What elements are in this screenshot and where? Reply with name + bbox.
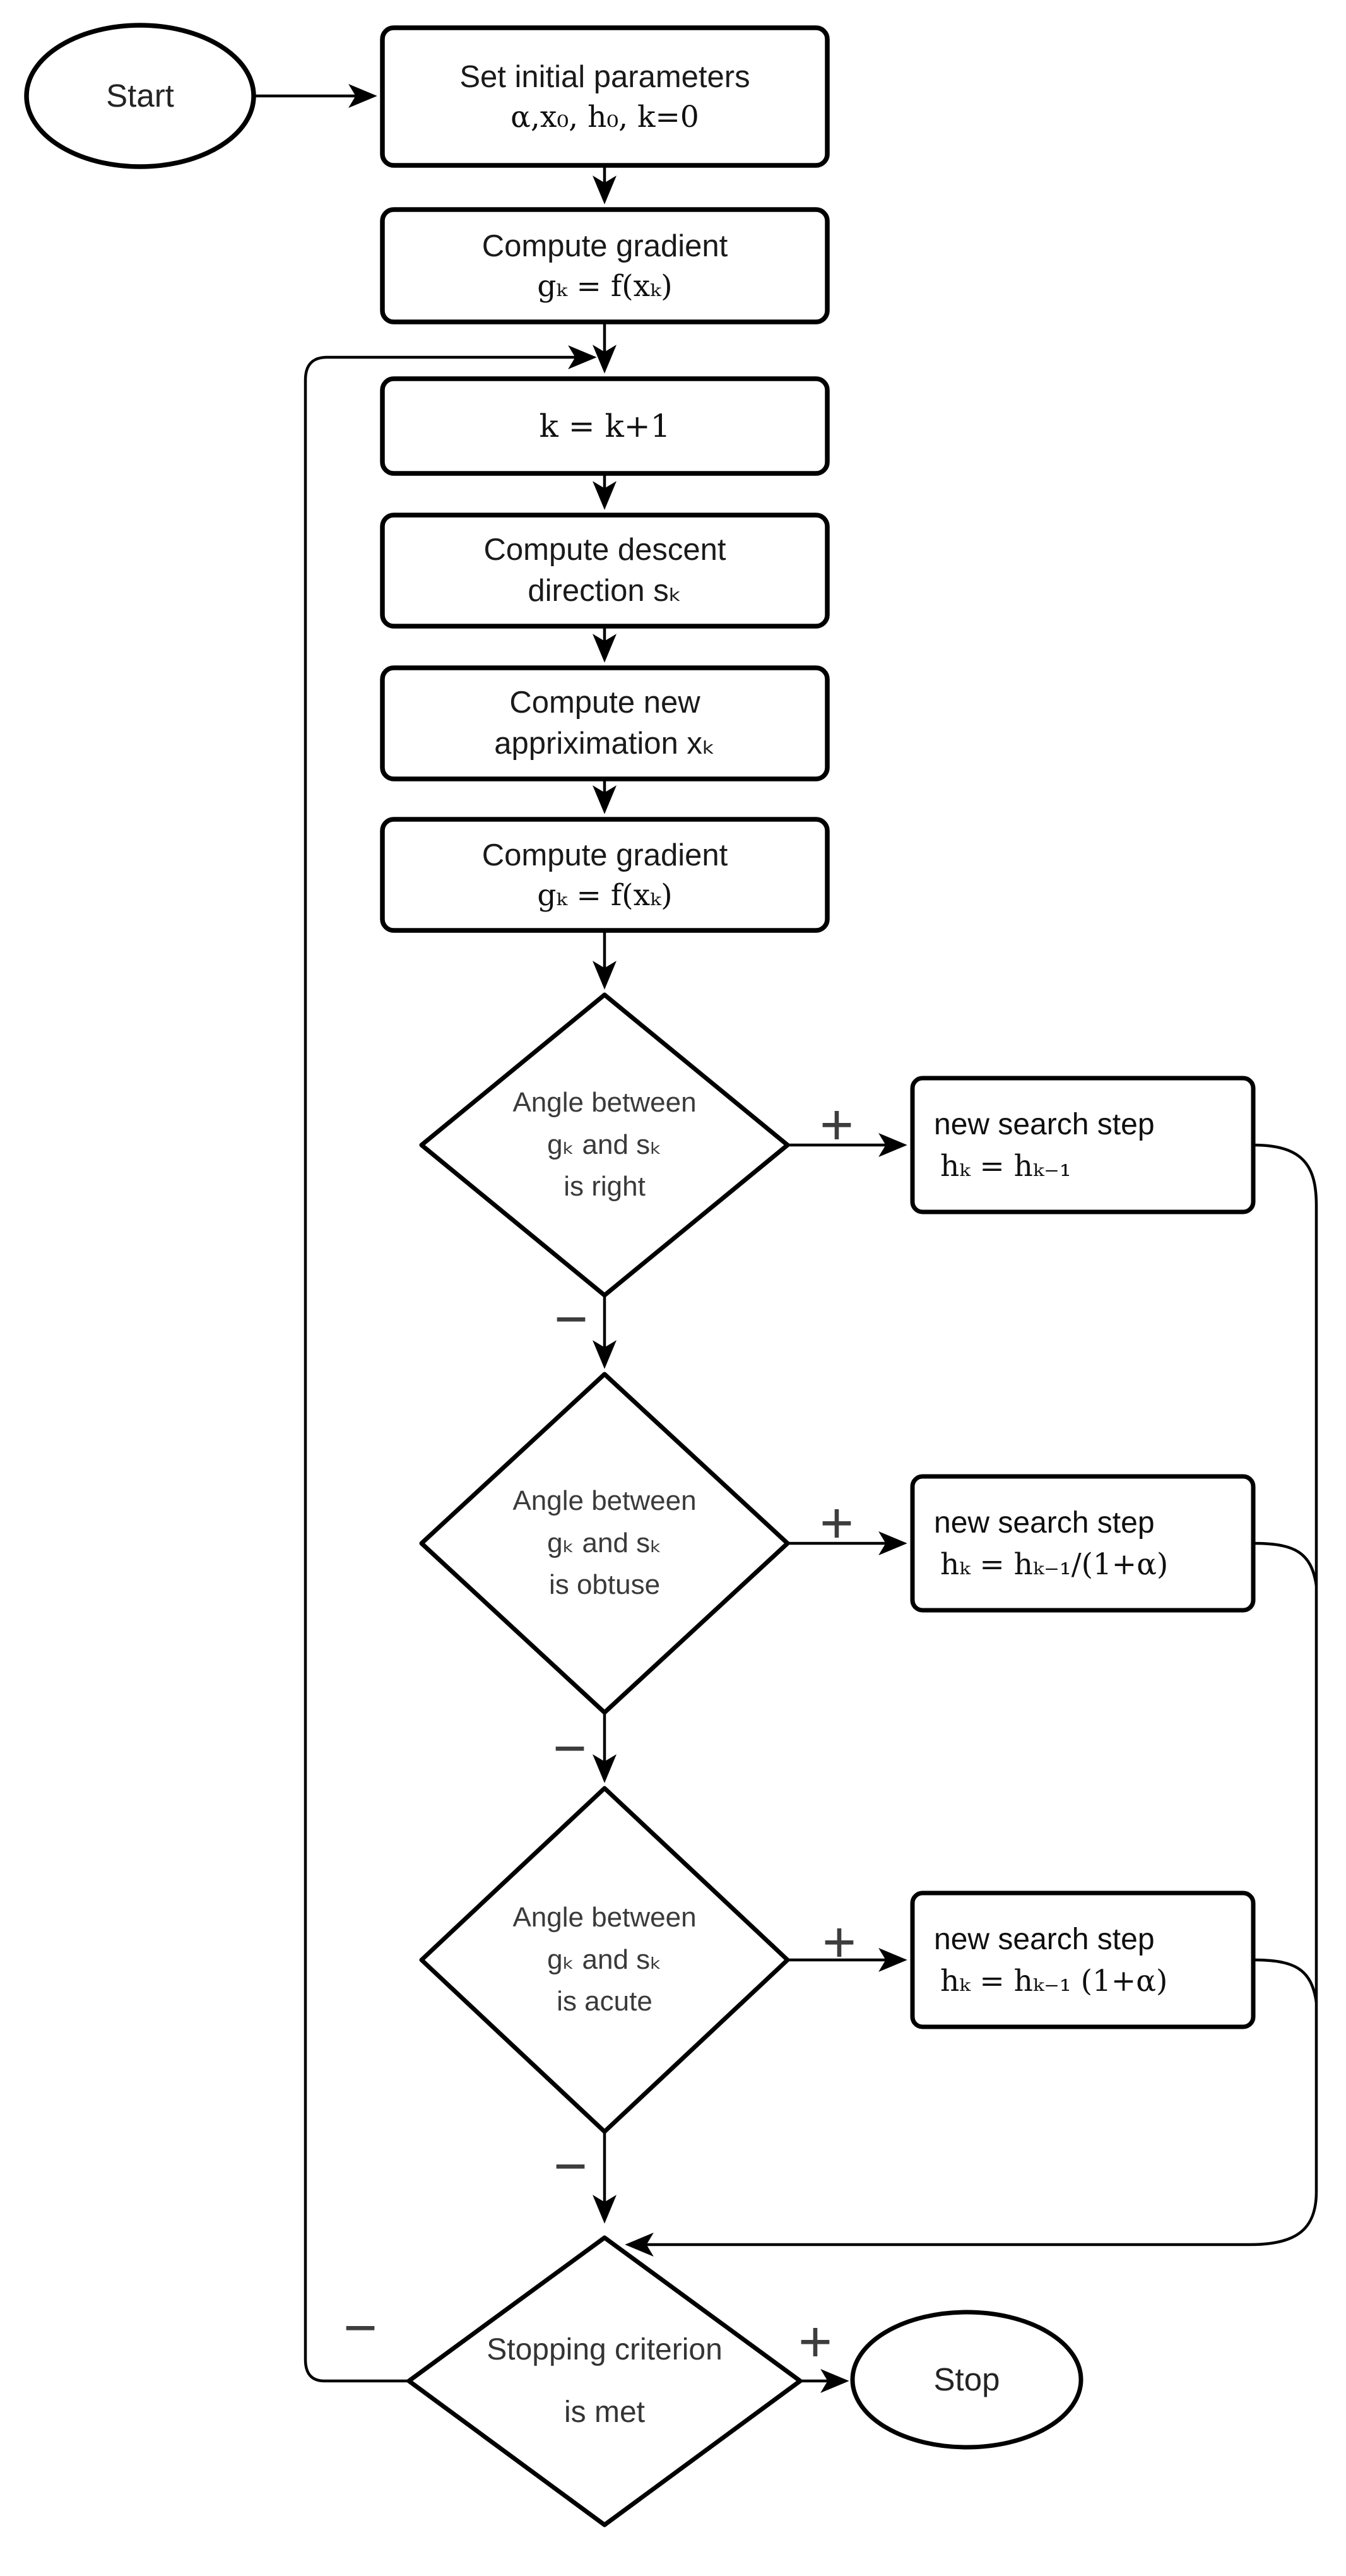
compute-gradient2-box-shape	[380, 817, 830, 933]
new-approximation-box-shape	[380, 665, 830, 781]
edge-stopping-no-loop-back	[304, 345, 597, 2383]
descent-direction-box-shape	[380, 513, 830, 629]
stop-node-shape	[850, 2310, 1083, 2450]
edge-search-steps-to-merge	[625, 1143, 1318, 2257]
edge-search-step2-join	[1253, 1541, 1318, 1586]
search-step3-box-shape	[910, 1890, 1256, 2029]
search-step1-box-shape	[910, 1076, 1256, 1214]
angle-right-diamond-shape	[419, 992, 790, 1298]
angle-acute-diamond-shape	[419, 1786, 790, 2134]
search-step2-box-shape	[910, 1474, 1256, 1613]
compute-gradient1-box-shape	[380, 207, 830, 324]
stopping-criterion-diamond-shape	[406, 2235, 803, 2527]
edge-search-step3-join	[1253, 1958, 1318, 2003]
angle-obtuse-diamond-shape	[419, 1372, 790, 1715]
set-params-box-shape	[380, 25, 830, 168]
increment-k-box-shape	[380, 376, 830, 476]
start-node-shape	[24, 23, 256, 169]
